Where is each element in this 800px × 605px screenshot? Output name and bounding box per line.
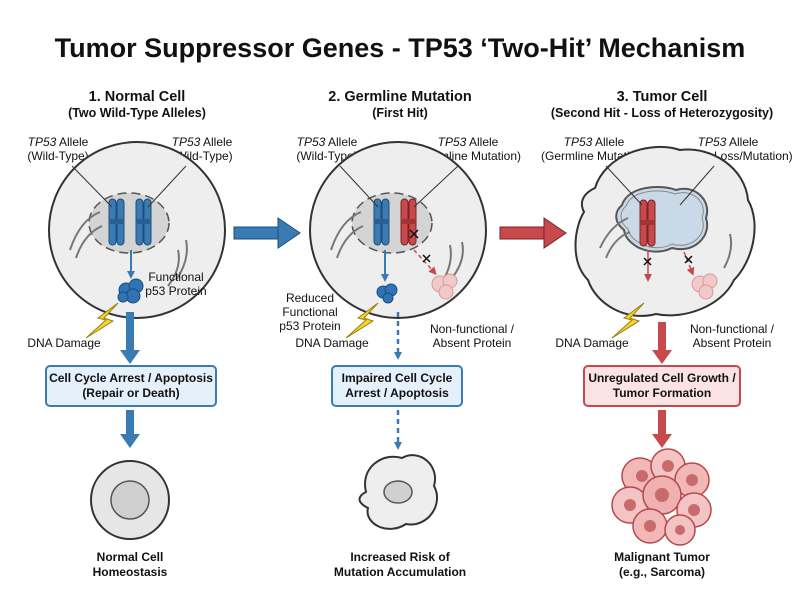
panel-2-box-line-2: Arrest / Apoptosis <box>345 386 449 400</box>
panel-3-outcome-box <box>583 365 741 407</box>
panel-1-heading: 1. Normal Cell <box>89 89 186 105</box>
arrow-icon <box>499 217 567 249</box>
panel-2-allele-left-type: (Wild-Type) <box>296 149 357 163</box>
panel-3-box-line-1: Unregulated Cell Growth / <box>588 371 736 385</box>
panel-3-outcome-line-2: (e.g., Sarcoma) <box>619 565 705 579</box>
panel-germline-mutation: 2. Germline Mutation (First Hit) TP53 Al… <box>279 89 521 579</box>
tumor-cluster-icon <box>611 448 712 546</box>
organelle-icon <box>175 239 188 281</box>
panel-3-outcome-line-1: Malignant Tumor <box>614 550 710 564</box>
panel-2-subheading: (First Hit) <box>372 106 428 120</box>
panel-1-box-line-1: Cell Cycle Arrest / Apoptosis <box>49 371 213 385</box>
chromosome-icon <box>108 198 125 246</box>
panel-1-allele-left-label: TP53 Allele <box>28 135 89 149</box>
panel-3-dna-damage-label: DNA Damage <box>555 336 629 350</box>
panel-2-outcome-line-1: Increased Risk of <box>350 550 450 564</box>
organelle-icon <box>330 211 362 251</box>
lightning-bolt-icon <box>85 302 119 339</box>
organelle-icon <box>336 225 364 259</box>
arrow-icon <box>658 322 666 352</box>
panel-1-box-line-2: (Repair or Death) <box>82 386 179 400</box>
panel-3-nonfunctional-label-2: Absent Protein <box>693 336 772 350</box>
panel-3-box-line-2: Tumor Formation <box>613 386 711 400</box>
panel-1-protein-label-2: p53 Protein <box>145 284 206 298</box>
chromosome-icon <box>639 199 656 247</box>
lightning-bolt-icon <box>345 302 379 339</box>
panel-2-allele-right-label: TP53 Allele <box>438 135 499 149</box>
nucleus-icon <box>615 186 709 253</box>
panel-tumor-cell: 3. Tumor Cell (Second Hit - Loss of Hete… <box>541 89 793 579</box>
panel-2-dna-damage-label: DNA Damage <box>295 336 369 350</box>
organelle-icon <box>69 211 101 251</box>
panel-2-allele-left-label: TP53 Allele <box>297 135 358 149</box>
panel-2-outcome-line-2: Mutation Accumulation <box>334 565 466 579</box>
chromosome-icon <box>373 198 390 246</box>
panel-1-outcome-box <box>45 365 217 407</box>
panel-2-heading: 2. Germline Mutation <box>328 89 471 105</box>
arrow-icon <box>126 312 134 352</box>
organelle-icon <box>599 217 629 249</box>
panel-3-subheading: (Second Hit - Loss of Heterozygosity) <box>551 106 773 120</box>
nonfunctional-protein-icon <box>691 273 718 300</box>
panel-1-subheading: (Two Wild-Type Alleles) <box>68 106 206 120</box>
organelle-icon <box>723 233 733 269</box>
nucleus-icon <box>88 192 170 254</box>
lightning-bolt-icon <box>611 302 645 339</box>
panel-3-allele-right-label: TP53 Allele <box>698 135 759 149</box>
panel-2-nonfunctional-label-2: Absent Protein <box>433 336 512 350</box>
panel-normal-cell: 1. Normal Cell (Two Wild-Type Alleles) T… <box>27 89 232 579</box>
arrow-icon <box>233 217 301 249</box>
panel-1-outcome-line-1: Normal Cell <box>97 550 164 564</box>
panel-3-heading: 3. Tumor Cell <box>617 89 708 105</box>
panel-3-allele-left-label: TP53 Allele <box>564 135 625 149</box>
chromosome-icon <box>135 198 152 246</box>
panel-2-box-line-1: Impaired Cell Cycle <box>342 371 453 385</box>
panel-1-outcome-line-2: Homeostasis <box>93 565 168 579</box>
arrow-icon <box>683 251 695 276</box>
panel-2-protein-label-3: p53 Protein <box>279 319 340 333</box>
nonfunctional-protein-icon <box>431 273 458 300</box>
panel-1-protein-label: Functional <box>148 270 203 284</box>
panel-1-dna-damage-label: DNA Damage <box>27 336 101 350</box>
panel-2-protein-label-1: Reduced <box>286 291 334 305</box>
organelle-icon <box>167 249 180 287</box>
cell-icon <box>358 454 439 530</box>
panel-2-nonfunctional-label-1: Non-functional / <box>430 322 515 336</box>
arrow-icon <box>658 410 666 436</box>
protein-icon <box>376 283 398 304</box>
protein-icon <box>117 278 144 304</box>
organelle-icon <box>75 225 103 259</box>
panel-1-allele-left-type: (Wild-Type) <box>27 149 88 163</box>
panel-2-protein-label-2: Functional <box>282 305 337 319</box>
page-title: Tumor Suppressor Genes - TP53 ‘Two-Hit’ … <box>55 33 746 63</box>
panel-1-allele-right-label: TP53 Allele <box>172 135 233 149</box>
panel-2-outcome-box <box>331 365 463 407</box>
chromosome-icon <box>400 198 419 246</box>
cell-icon <box>90 460 170 540</box>
arrow-icon <box>126 410 134 436</box>
panel-3-nonfunctional-label-1: Non-functional / <box>690 322 775 336</box>
organelle-icon <box>605 231 631 259</box>
